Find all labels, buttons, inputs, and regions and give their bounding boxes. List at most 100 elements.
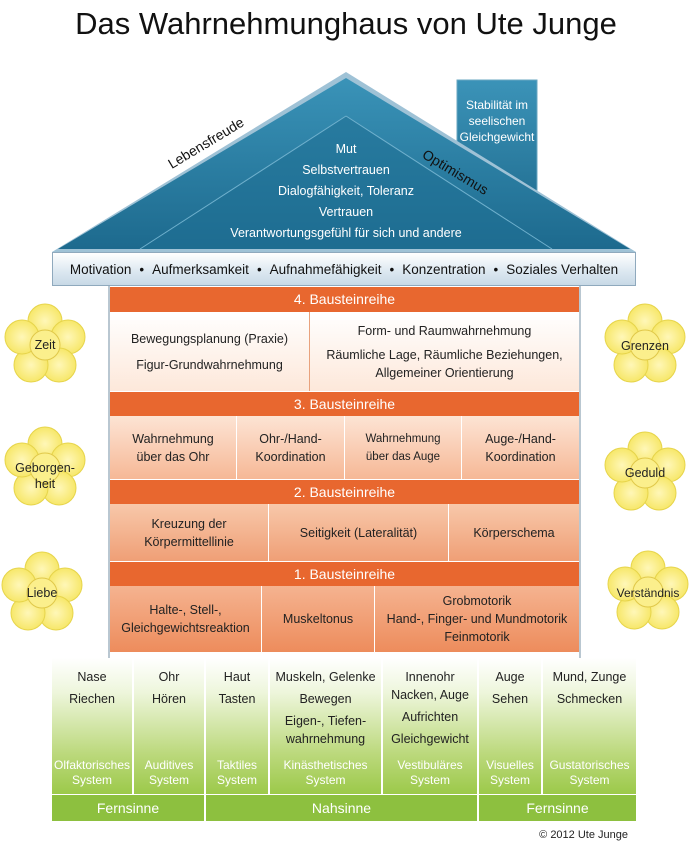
row-header-2: 2. Bausteinreihe [110,479,579,504]
copyright: © 2012 Ute Junge [539,829,628,841]
cell-line: Räumliche Lage, Räumliche Beziehungen, [326,347,563,362]
flower-right-2 [604,431,686,511]
cell-line: über das Auge [365,450,441,463]
sense-item: Innenohr Nacken, Auge [391,670,469,702]
beam-item: Aufmerksamkeit [152,261,249,277]
row-cell: Kreuzung der Körpermittellinie [110,504,269,561]
cell-line: über das Ohr [136,449,210,464]
flower-right-1 [604,303,686,383]
beam-separator: • [256,261,262,277]
sense-item: Tasten [218,692,256,706]
row-header-1: 1. Bausteinreihe [110,561,579,586]
cell-line: Muskeltonus [282,612,354,626]
cell-line: Feinmotorik [444,630,510,644]
sense-cell-vestibular: Innenohr Nacken, Auge Aufrichten Gleichg… [383,658,479,794]
row-cell: Muskeltonus [262,586,375,652]
row-2: Kreuzung der Körpermittellinie Seitigkei… [110,504,579,561]
flower-label-left-3: Liebe [26,586,58,600]
roof-line: Vertrauen [318,205,374,219]
flower-label-right-2: Geduld [624,466,666,480]
flower-left-3 [1,551,83,631]
sense-item: Sehen [491,692,529,706]
flower-right-3 [607,550,689,630]
cell-line: Wahrnehmung [132,431,214,446]
row-cell: Halte-, Stell-, Gleichgewichtsreaktion [110,586,262,652]
sense-system: Kinästhetisches [283,758,368,772]
sense-system: Gustatorisches [549,758,630,772]
cell-line: Kreuzung der [151,516,227,531]
sense-system: System [148,773,189,787]
row-cell: Auge-/Hand- Koordination [462,416,579,479]
roof-beam: Motivation • Aufmerksamkeit • Aufnahmefä… [52,252,636,286]
row-3: Wahrnehmung über das Ohr Ohr-/Hand- Koor… [110,416,579,479]
sense-item: Riechen [69,692,115,706]
flower-label-right-1: Grenzen [621,339,669,353]
foundation-fernsinne-right: Fernsinne [479,795,636,821]
row-cell: Körperschema [449,504,579,561]
row-header-4: 4. Bausteinreihe [110,286,579,311]
beam-separator: • [139,261,145,277]
cell-line: Bewegungsplanung (Praxie) [130,331,289,346]
sense-system: Taktiles [216,758,257,772]
sense-system: System [489,773,530,787]
cell-line: Seitigkeit (Lateralität) [299,525,418,540]
row-cell: Ohr-/Hand- Koordination [237,416,345,479]
sense-system: System [569,773,610,787]
row-cell: Seitigkeit (Lateralität) [269,504,449,561]
cell-line: Gleichgewichtsreaktion [121,621,250,635]
beam-separator: • [493,261,499,277]
sense-item: Ohr [158,670,180,684]
foundation-bar: Fernsinne Nahsinne Fernsinne [52,795,636,821]
sense-system: Auditives [144,758,194,772]
chimney-line: Gleichgewicht [459,130,535,144]
cell-line: Halte-, Stell-, [149,603,222,617]
roof-inner [140,116,552,249]
flower-label-left-2: Geborgen- heit [15,461,75,491]
sense-system: Visuelles [486,758,534,772]
cell-line: Körperschema [473,525,555,540]
sense-system: System [409,773,450,787]
row-4: Bewegungsplanung (Praxie) Figur-Grundwah… [110,311,579,391]
sense-system: System [305,773,346,787]
cell-line: Hand-, Finger- und Mundmotorik [386,612,568,626]
roof-line: Dialogfähigkeit, Toleranz [278,184,414,198]
cell-line: Körpermittellinie [144,534,234,549]
flower-label-left-1: Zeit [34,338,56,352]
foundation-nahsinne: Nahsinne [206,795,479,821]
cell-line: Koordination [485,449,556,464]
beam-item: Soziales Verhalten [506,261,619,277]
sense-item: Bewegen [299,692,352,706]
beam-item: Aufnahmefähigkeit [269,261,382,277]
cell-line: Wahrnehmung [365,432,441,445]
flower-left-2 [4,426,86,506]
roof-values: Mut Selbstvertrauen Dialogfähigkeit, Tol… [196,139,496,244]
beam-separator: • [389,261,395,277]
cell-line: Grobmotorik [442,594,512,608]
beam-item: Konzentration [402,261,486,277]
cell-line: Koordination [255,449,326,464]
sense-item: Aufrichten [401,710,459,724]
row-cell: Wahrnehmung über das Ohr [110,416,237,479]
flower-left-1 [4,303,86,383]
sense-item: Eigen-, Tiefen- wahrnehmung [284,714,367,746]
row-header-3: 3. Bausteinreihe [110,391,579,416]
sense-item: Auge [495,670,525,684]
row-cell: Bewegungsplanung (Praxie) Figur-Grundwah… [110,312,310,391]
sense-system: Olfaktorisches [53,758,131,772]
cell-line: Allgemeiner Orientierung [375,365,514,380]
sense-system: System [216,773,257,787]
cell-line: Figur-Grundwahrnehmung [136,357,283,372]
row-cell: Wahrnehmung über das Auge [345,416,462,479]
row-cell: Form- und Raumwahrnehmung Räumliche Lage… [310,312,579,391]
page-title: Das Wahrnehmunghaus von Ute Junge [75,6,617,41]
sense-item: Mund, Zunge [552,670,627,684]
sense-system: Vestibuläres [397,758,463,772]
chimney-line: Stabilität im [465,98,529,112]
